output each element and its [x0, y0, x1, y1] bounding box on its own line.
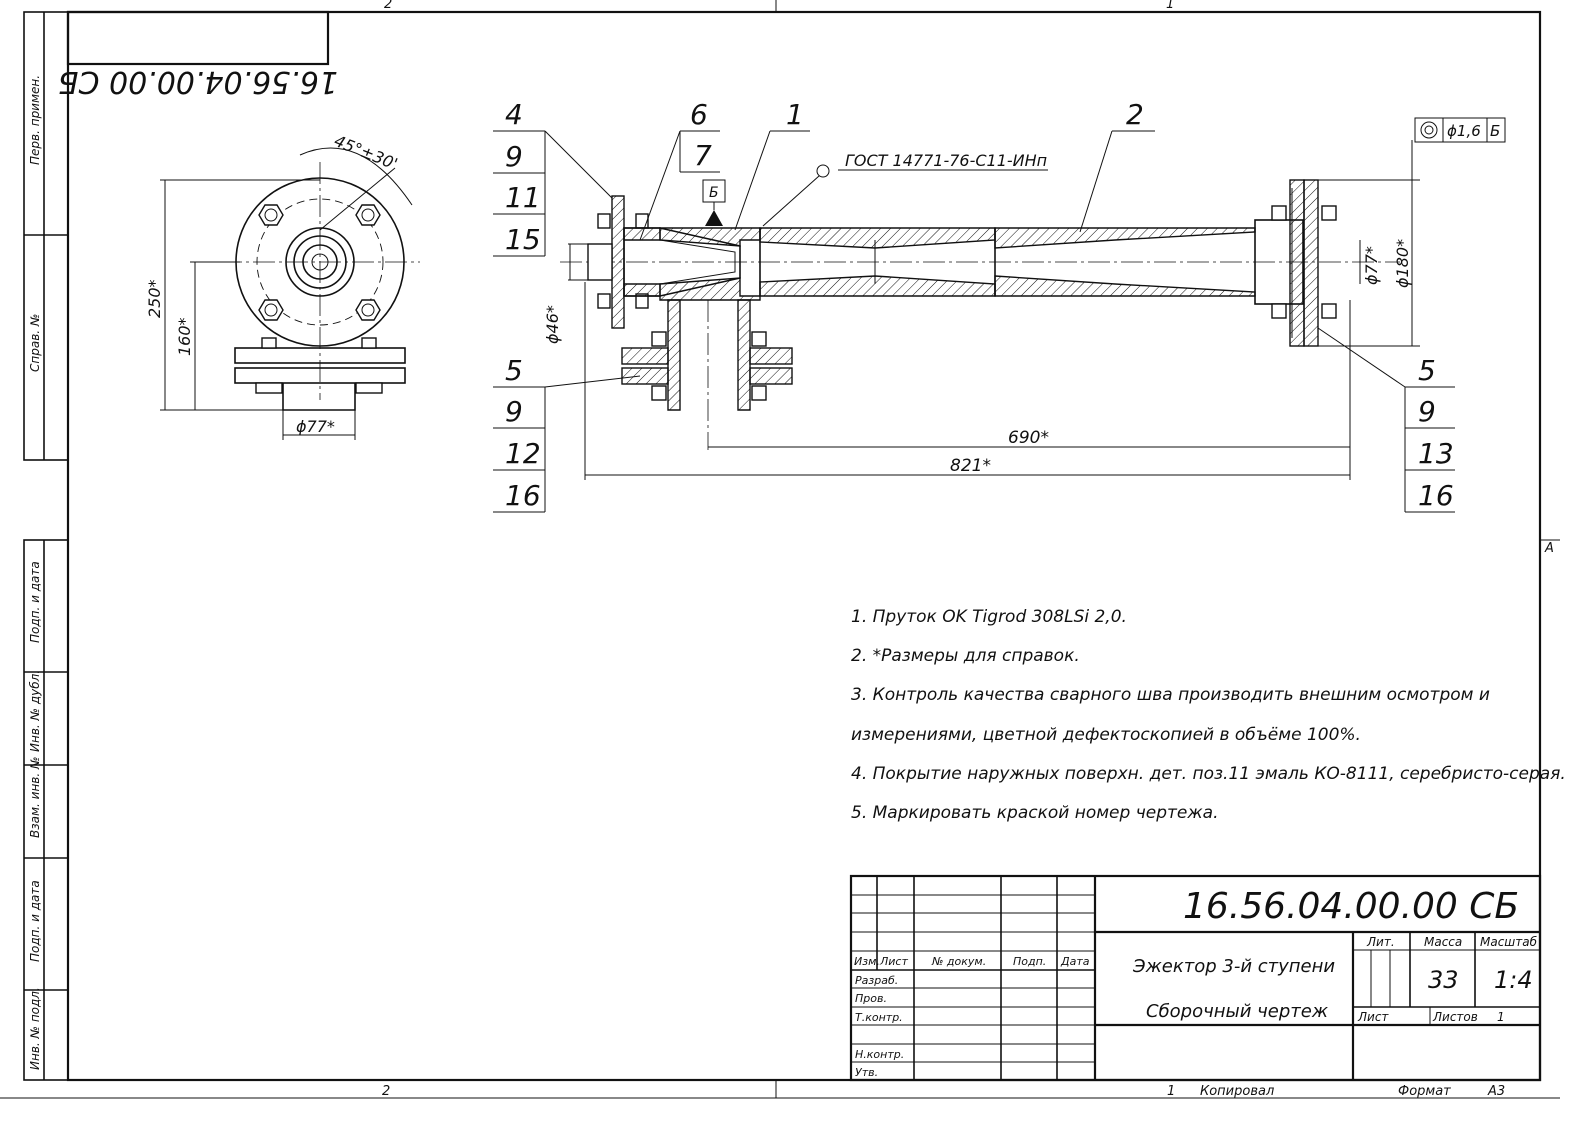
stamp-col-date: Дата	[1060, 955, 1090, 968]
footer-format-label: Формат	[1398, 1084, 1451, 1099]
dim-dia-46: ϕ46*	[543, 305, 562, 344]
note-5: 5. Маркировать краской номер чертежа.	[851, 803, 1219, 823]
stamp-col-list: Лист	[879, 955, 908, 968]
lit-label: Лит.	[1366, 935, 1395, 949]
zone-label-top-left: 2	[384, 0, 392, 12]
side-label-sprav: Справ. №	[28, 314, 42, 372]
note-2: 2. *Размеры для справок.	[851, 646, 1080, 666]
note-4: 4. Покрытие наружных поверхн. дет. поз.1…	[851, 764, 1566, 784]
callout-1: 1	[786, 98, 804, 131]
footer-page-number: 1	[1167, 1084, 1175, 1099]
stamp-col-podp: Подп.	[1013, 955, 1046, 968]
zone-label-bottom-left: 2	[382, 1084, 390, 1099]
callout-11-top: 11	[505, 181, 541, 214]
drawing-title: Эжектор 3-й ступени	[1132, 956, 1335, 977]
callout-9-top: 9	[505, 140, 523, 173]
stamp-col-izm: Изм.	[854, 955, 880, 968]
callout-2	[1079, 130, 1155, 233]
datum-b-label: Б	[709, 185, 719, 201]
callout-16-bottom-right: 16	[1418, 479, 1454, 512]
stamp-row-prov: Пров.	[855, 992, 887, 1005]
callout-stack-top-left	[493, 130, 613, 257]
front-dimension-lines	[160, 179, 356, 440]
callout-6-7-1	[639, 130, 810, 241]
weld-annotation	[762, 164, 1048, 227]
callout-16-bottom-left: 16	[505, 479, 541, 512]
mass-label: Масса	[1424, 935, 1462, 949]
section-view	[560, 179, 1400, 450]
dim-dia-77-front: ϕ77*	[296, 417, 335, 436]
side-label-vzam-inv: Взам. инв. №	[28, 757, 42, 838]
callout-9-bottom-right: 9	[1418, 395, 1436, 428]
side-columns	[23, 11, 69, 1081]
dim-height-250: 250*	[145, 279, 164, 318]
dim-length-821: 821*	[950, 456, 991, 476]
mirrored-code-box	[66, 10, 330, 66]
stamp-row-nkontr: Н.контр.	[855, 1048, 904, 1061]
dim-height-160: 160*	[175, 317, 194, 356]
section-dimension-lines	[568, 140, 1420, 480]
tolerance-frame	[1414, 117, 1506, 143]
sheet-label: Лист	[1357, 1010, 1389, 1024]
callout-6: 6	[690, 98, 708, 131]
stamp-row-utv: Утв.	[855, 1066, 878, 1079]
zone-label-top-right: 1	[1166, 0, 1174, 12]
sheets-label: Листов	[1432, 1010, 1478, 1024]
note-3-continued: измерениями, цветной дефектоскопией в об…	[851, 725, 1361, 745]
stamp-col-doc: № докум.	[931, 955, 986, 968]
drawing-subtitle: Сборочный чертеж	[1146, 1001, 1329, 1022]
front-bolt-hex-3	[258, 299, 284, 321]
callout-2-label: 2	[1126, 98, 1144, 131]
dim-dia-180: ϕ180*	[1393, 239, 1412, 288]
front-bolt-hex-4	[355, 299, 381, 321]
side-label-podp-data-2: Подп. и дата	[28, 880, 42, 962]
stamp-row-tkontr: Т.контр.	[855, 1011, 903, 1024]
callout-9-bottom-left: 9	[505, 395, 523, 428]
callout-12-bottom-left: 12	[505, 437, 541, 470]
callout-13-bottom-right: 13	[1418, 437, 1454, 470]
title-block	[849, 874, 1542, 1082]
side-label-inv-dubl: Инв. № дубл.	[28, 670, 42, 752]
mass-value: 33	[1428, 966, 1459, 994]
note-1: 1. Пруток OK Tigrod 308LSi 2,0.	[851, 607, 1127, 627]
mirrored-drawing-code: 16.56.04.00.00 СБ	[58, 64, 338, 99]
footer-copied-label: Копировал	[1200, 1084, 1274, 1099]
note-3: 3. Контроль качества сварного шва произв…	[851, 685, 1490, 705]
callout-7: 7	[694, 139, 712, 172]
drawing-code: 16.56.04.00.00 СБ	[1183, 886, 1519, 927]
zone-label-side: A	[1544, 541, 1554, 556]
weld-standard: ГОСТ 14771-76-С11-ИНп	[845, 151, 1047, 170]
side-label-podp-data-1: Подп. и дата	[28, 561, 42, 643]
scale-label: Масштаб	[1480, 935, 1538, 949]
stamp-row-razrab: Разраб.	[855, 974, 898, 987]
technical-notes: 1. Пруток OK Tigrod 308LSi 2,0. 2. *Разм…	[851, 607, 1566, 823]
callout-5-bottom-right: 5	[1418, 354, 1436, 387]
callout-5-bottom-left: 5	[505, 354, 523, 387]
tolerance-datum: Б	[1490, 122, 1500, 140]
side-label-perv-primen: Перв. примен.	[28, 75, 42, 165]
dim-angle: 45°±30'	[332, 131, 401, 174]
callout-stack-bottom-left	[493, 375, 641, 513]
front-view	[220, 147, 420, 411]
footer-format-value: A3	[1487, 1084, 1505, 1099]
datum-b-marker	[702, 179, 726, 226]
sheets-value: 1	[1497, 1010, 1505, 1024]
side-label-inv-podl: Инв. № подл.	[28, 987, 42, 1070]
scale-value: 1:4	[1494, 966, 1533, 994]
dim-length-690: 690*	[1008, 428, 1049, 448]
tolerance-value: ϕ1,6	[1447, 122, 1481, 140]
sheet-frame	[0, 0, 1560, 1099]
callout-4-top: 4	[505, 98, 523, 131]
callout-stack-bottom-right	[1317, 327, 1455, 513]
dim-dia-77-right: ϕ77*	[1362, 246, 1381, 285]
callout-15-top: 15	[505, 223, 541, 256]
front-bolt-hex-1	[258, 204, 284, 226]
front-bolt-hex-2	[355, 204, 381, 226]
